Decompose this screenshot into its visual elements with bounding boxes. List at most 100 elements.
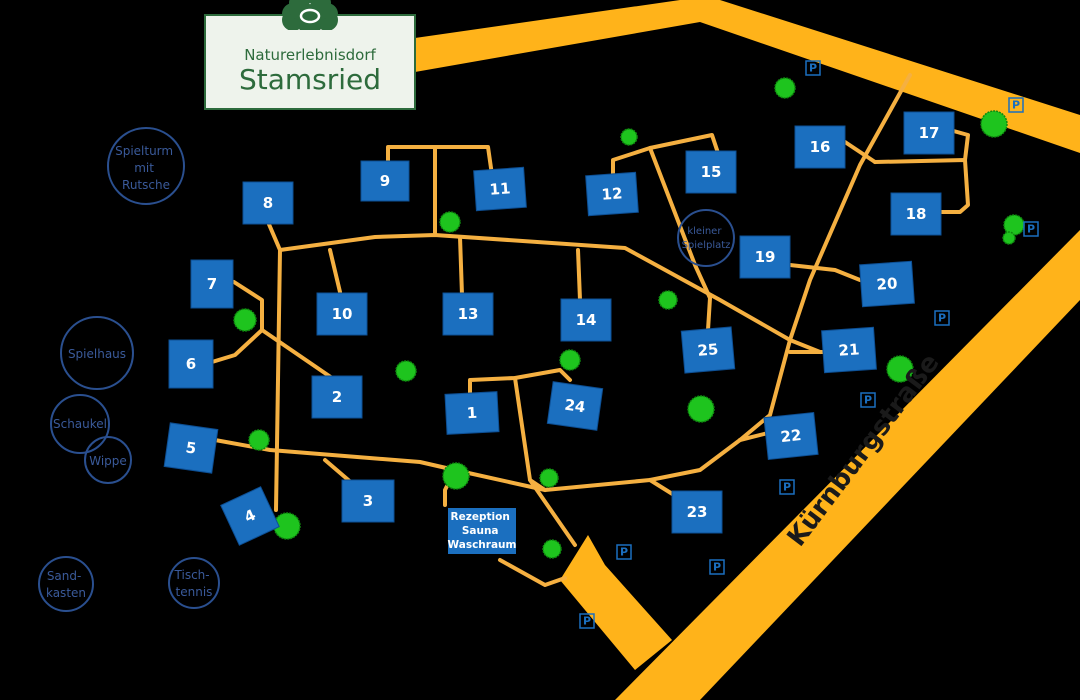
kleiner-spielplatz-ring	[677, 209, 735, 267]
trees	[233, 77, 1025, 559]
tree-icon	[542, 539, 562, 559]
svg-text:P: P	[938, 312, 946, 325]
kleiner-spielplatz-label: kleiner Spielplatz	[682, 226, 731, 251]
tischtennis-label: Tisch- tennis	[174, 568, 214, 599]
svg-text:12: 12	[601, 184, 623, 203]
lot-19[interactable]: 19	[739, 235, 791, 279]
svg-text:14: 14	[576, 311, 597, 329]
parking-icon: P	[934, 310, 950, 326]
svg-text:P: P	[809, 62, 817, 75]
entrance-road	[560, 535, 672, 670]
tree-icon	[442, 462, 470, 490]
sandkasten-label: Sand- kasten	[46, 569, 86, 600]
lot-24[interactable]: 24	[546, 381, 604, 431]
tree-icon	[233, 308, 257, 332]
schaukel-ring	[50, 394, 110, 454]
svg-text:19: 19	[755, 248, 776, 266]
svg-text:6: 6	[186, 355, 196, 373]
parking-icon: P	[1023, 221, 1039, 237]
kurnburgstrasse-road	[615, 230, 1080, 700]
tree-icon	[658, 290, 678, 310]
svg-text:18: 18	[906, 205, 927, 223]
lot-7[interactable]: 7	[190, 259, 234, 309]
logo-line1: Naturerlebnisdorf	[244, 46, 376, 64]
lot-15[interactable]: 15	[685, 150, 737, 194]
lot-14[interactable]: 14	[560, 298, 612, 342]
lot-23[interactable]: 23	[671, 490, 723, 534]
svg-text:1: 1	[466, 404, 477, 423]
lot-10[interactable]: 10	[316, 292, 368, 336]
lot-18[interactable]: 18	[890, 192, 942, 236]
parking-icon: P	[579, 613, 595, 629]
svg-text:11: 11	[489, 179, 511, 198]
camping-lots: 1 2 3 4 5 6 7 8 9 10 11 12 13 14 15 16 1…	[163, 111, 955, 546]
lot-5[interactable]: 5	[163, 422, 219, 474]
svg-text:5: 5	[185, 438, 198, 457]
svg-text:8: 8	[263, 194, 273, 212]
path	[266, 220, 282, 252]
path	[213, 438, 457, 472]
svg-text:21: 21	[838, 340, 860, 359]
main-roads	[415, 0, 1080, 700]
path	[274, 248, 282, 512]
lot-20[interactable]: 20	[859, 260, 915, 308]
lot-2[interactable]: 2	[311, 375, 363, 419]
parking-icon: P	[709, 559, 725, 575]
svg-text:P: P	[713, 561, 721, 574]
parking-spots: P P P P P P P P P	[579, 60, 1039, 629]
path	[513, 376, 547, 492]
logo-line2: Stamsried	[238, 63, 382, 96]
lot-13[interactable]: 13	[442, 292, 494, 336]
parking-icon: P	[616, 544, 632, 560]
tischtennis-ring	[168, 557, 220, 609]
path	[576, 248, 582, 302]
svg-text:P: P	[583, 615, 591, 628]
lot-4[interactable]: 4	[220, 486, 280, 546]
path	[528, 478, 577, 547]
lot-3[interactable]: 3	[341, 479, 395, 523]
svg-text:9: 9	[380, 172, 390, 190]
footpaths	[210, 73, 970, 587]
lot-11[interactable]: 11	[473, 166, 527, 212]
lot-1[interactable]: 1	[444, 391, 500, 435]
svg-text:23: 23	[687, 503, 708, 521]
svg-text:13: 13	[458, 305, 479, 323]
spielhaus-label: Spielhaus	[68, 347, 126, 361]
tree-icon	[774, 77, 796, 99]
tree-icon	[559, 349, 581, 371]
lot-9[interactable]: 9	[360, 160, 410, 202]
path	[458, 235, 464, 297]
parking-icon: P	[805, 60, 821, 76]
lot-22[interactable]: 22	[763, 411, 819, 461]
path	[498, 558, 567, 587]
lot-25[interactable]: 25	[680, 326, 736, 374]
svg-text:7: 7	[207, 275, 217, 293]
lot-17[interactable]: 17	[903, 111, 955, 155]
svg-text:P: P	[1027, 223, 1035, 236]
tree-icon	[248, 429, 270, 451]
logo-flower-overlay	[282, 0, 338, 30]
lot-8[interactable]: 8	[242, 181, 294, 225]
tree-icon	[395, 360, 417, 382]
path	[788, 263, 862, 282]
lot-6[interactable]: 6	[168, 339, 214, 389]
path	[453, 73, 912, 492]
spielturm-ring	[107, 127, 185, 205]
lot-12[interactable]: 12	[585, 171, 639, 217]
reception-building[interactable]: Rezeption Sauna Waschraum	[448, 508, 517, 554]
svg-text:P: P	[620, 546, 628, 559]
tree-icon	[539, 468, 559, 488]
svg-text:2: 2	[332, 388, 342, 406]
parking-icon: P	[779, 479, 795, 495]
spielturm-label: Spielturm mit Rutsche	[115, 144, 177, 192]
path	[328, 248, 342, 294]
amenity-labels: Spielturm mit Rutsche kleiner Spielplatz…	[46, 144, 730, 600]
svg-text:20: 20	[876, 274, 898, 293]
path	[843, 140, 877, 164]
svg-text:3: 3	[363, 492, 373, 510]
path	[873, 158, 970, 214]
lot-21[interactable]: 21	[821, 326, 877, 374]
lot-16[interactable]: 16	[794, 125, 846, 169]
